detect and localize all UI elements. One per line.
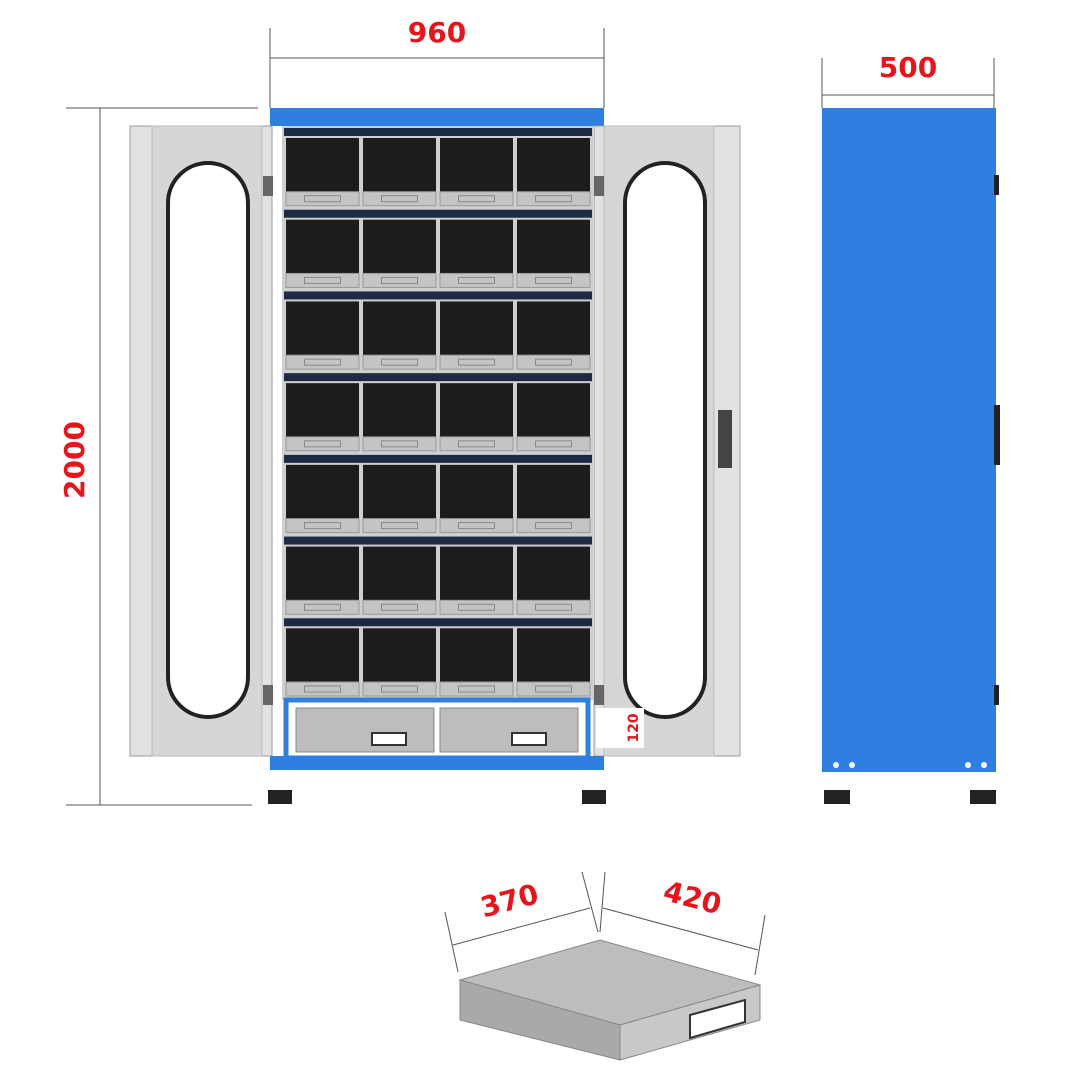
- storage-bin: [516, 219, 591, 288]
- door-lock-icon: [718, 410, 732, 468]
- drawer-width-label: 370: [477, 877, 542, 924]
- shelf: [284, 373, 592, 382]
- feet: [268, 790, 606, 804]
- storage-bin: [516, 383, 591, 452]
- drawer-depth-label: 420: [660, 874, 725, 921]
- right-door: [593, 125, 741, 757]
- storage-bin: [516, 464, 591, 534]
- drawer-left: [295, 707, 435, 753]
- storage-bin: [362, 301, 437, 370]
- storage-bin: [439, 219, 514, 288]
- storage-bin: [516, 301, 591, 370]
- storage-bin: [516, 628, 591, 697]
- storage-bin: [362, 383, 437, 452]
- storage-bin: [439, 546, 514, 615]
- storage-bin: [439, 464, 514, 534]
- shelf: [284, 209, 592, 218]
- side-panel: [822, 108, 996, 772]
- storage-bin: [439, 383, 514, 452]
- cabinet-front: 120: [129, 108, 741, 804]
- drawer-height-label: 120: [626, 713, 642, 742]
- plinth: [270, 756, 604, 770]
- drawer-handle: [511, 732, 547, 746]
- storage-bin: [362, 138, 437, 207]
- drawer-handle: [689, 998, 746, 1040]
- top-panel: [270, 108, 604, 126]
- width-label: 960: [408, 16, 466, 49]
- storage-bin: [285, 138, 360, 207]
- height-dimension: 2000: [58, 107, 258, 806]
- left-door-window: [166, 161, 250, 719]
- depth-dimension: 500: [821, 51, 995, 108]
- depth-label: 500: [879, 51, 937, 84]
- storage-bin: [516, 546, 591, 615]
- storage-bin: [362, 219, 437, 288]
- storage-bin: [439, 138, 514, 207]
- storage-bin: [362, 464, 437, 534]
- drawer-right: [439, 707, 579, 753]
- cabinet-side: [822, 108, 1000, 804]
- shelf: [284, 536, 592, 545]
- drawer-height-box: [596, 708, 644, 748]
- right-door-window: [623, 161, 707, 719]
- bottom-drawers: 120: [283, 697, 644, 761]
- storage-bin: [285, 628, 360, 697]
- bin-grid: [284, 128, 592, 697]
- left-door: [129, 125, 273, 757]
- storage-bin: [285, 546, 360, 615]
- storage-bin: [362, 628, 437, 697]
- drawer-handle: [371, 732, 407, 746]
- storage-bin: [439, 628, 514, 697]
- storage-bin: [285, 301, 360, 370]
- storage-bin: [362, 546, 437, 615]
- shelf: [284, 618, 592, 627]
- height-label: 2000: [58, 421, 91, 499]
- width-dimension: 960: [269, 16, 605, 108]
- shelf: [284, 291, 592, 300]
- shelf: [284, 128, 592, 136]
- storage-bin: [285, 464, 360, 534]
- storage-bin: [516, 138, 591, 207]
- storage-bin: [285, 219, 360, 288]
- storage-bin: [439, 301, 514, 370]
- drawer-detail: 370 420: [444, 871, 766, 1061]
- storage-bin: [285, 383, 360, 452]
- shelf: [284, 454, 592, 463]
